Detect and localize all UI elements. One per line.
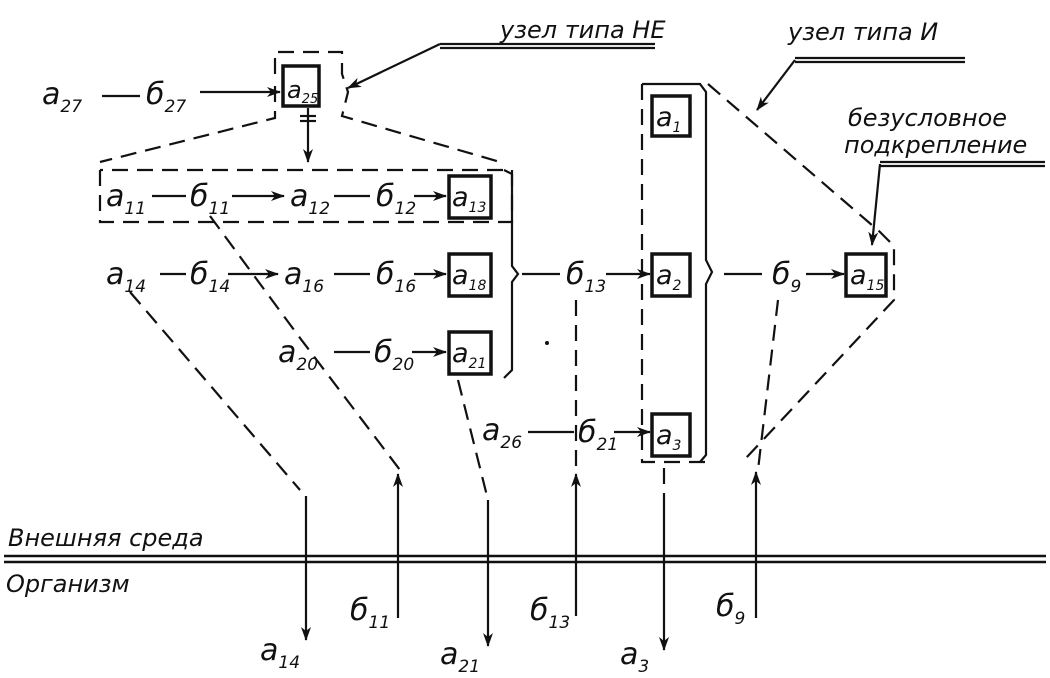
pointer-reinforcement <box>868 163 882 246</box>
and-node-outline <box>707 83 896 459</box>
dash-b11-in <box>209 215 401 471</box>
node-a27: a27 <box>42 77 82 117</box>
box-a1 <box>650 94 692 138</box>
signal-out-a3: a3 <box>620 637 649 677</box>
svg-text:б20: б20 <box>374 335 414 375</box>
svg-text:б13: б13 <box>566 257 606 297</box>
svg-text:a13: a13 <box>452 182 486 216</box>
node-a16: a16 <box>284 257 324 297</box>
node-a2: a2 <box>656 260 682 294</box>
node-a26: a26 <box>482 413 522 453</box>
svg-text:б14: б14 <box>190 257 230 297</box>
not-node-outline-left <box>99 86 277 164</box>
caption-reinforcement-line1: безусловное <box>848 104 1007 132</box>
node-b12: б12 <box>376 179 416 219</box>
not-node-outline <box>273 50 501 164</box>
node-a3: a3 <box>656 420 681 454</box>
node-a15: a15 <box>850 260 884 294</box>
svg-text:б9: б9 <box>716 589 745 629</box>
node-b20: б20 <box>374 335 414 375</box>
dash-b9-in <box>756 299 780 471</box>
signal-in-b13: б13 <box>530 593 570 633</box>
node-a12: a12 <box>290 179 330 219</box>
svg-text:a20: a20 <box>278 335 318 375</box>
svg-text:б21: б21 <box>578 415 618 455</box>
svg-text:a14: a14 <box>106 257 146 297</box>
dash-a14-out <box>129 291 301 491</box>
svg-text:a27: a27 <box>42 77 82 117</box>
caption-reinforcement-line2: подкрепление <box>844 131 1027 159</box>
box-a25 <box>281 64 321 108</box>
node-a18: a18 <box>452 260 486 294</box>
svg-text:a21: a21 <box>440 637 480 677</box>
box-a21 <box>447 330 493 376</box>
svg-text:a15: a15 <box>850 260 884 294</box>
stray-dot <box>545 341 549 345</box>
node-a14: a14 <box>106 257 146 297</box>
node-a20: a20 <box>278 335 318 375</box>
svg-text:a11: a11 <box>106 179 146 219</box>
svg-text:a18: a18 <box>452 260 486 294</box>
signal-out-a21: a21 <box>440 637 480 677</box>
brace-rows <box>503 169 520 379</box>
svg-text:б27: б27 <box>146 77 186 117</box>
svg-text:a14: a14 <box>260 633 300 673</box>
node-b9: б9 <box>772 257 801 297</box>
label-environment: Внешняя среда <box>8 524 204 552</box>
svg-text:a16: a16 <box>284 257 324 297</box>
svg-text:a3: a3 <box>620 637 649 677</box>
svg-text:a1: a1 <box>656 102 681 136</box>
svg-text:a3: a3 <box>656 420 681 454</box>
svg-text:б13: б13 <box>530 593 570 633</box>
signal-out-a14: a14 <box>260 633 300 673</box>
label-organism: Организм <box>6 570 130 598</box>
node-b11: б11 <box>190 179 230 219</box>
column-dashed-left <box>640 84 708 464</box>
svg-text:a25: a25 <box>287 76 318 107</box>
node-b27: б27 <box>146 77 186 117</box>
signal-in-b11: б11 <box>350 593 390 633</box>
box-a3 <box>650 412 692 458</box>
caption-and-node: узел типа И <box>787 18 938 46</box>
box-a15 <box>844 252 888 298</box>
pointer-and-node <box>756 59 796 111</box>
node-a13: a13 <box>452 182 486 216</box>
node-a25: a25 <box>287 76 318 107</box>
svg-text:a21: a21 <box>452 338 486 372</box>
box-a13 <box>447 174 493 220</box>
node-b16: б16 <box>376 257 416 297</box>
node-a11: a11 <box>106 179 146 219</box>
dash-a21-out <box>456 379 490 501</box>
svg-text:б11: б11 <box>190 179 230 219</box>
node-a21: a21 <box>452 338 486 372</box>
box-a2 <box>650 252 692 298</box>
box-a18 <box>447 252 493 298</box>
svg-text:a26: a26 <box>482 413 522 453</box>
pointer-not-node <box>347 43 441 89</box>
node-b21: б21 <box>578 415 618 455</box>
svg-text:б11: б11 <box>350 593 390 633</box>
svg-text:б16: б16 <box>376 257 416 297</box>
svg-text:б12: б12 <box>376 179 416 219</box>
svg-text:a2: a2 <box>656 260 682 294</box>
svg-text:a12: a12 <box>290 179 330 219</box>
brace-column <box>642 82 714 463</box>
node-b13: б13 <box>566 257 606 297</box>
node-b14: б14 <box>190 257 230 297</box>
node-a1: a1 <box>656 102 681 136</box>
signal-in-b9: б9 <box>716 589 745 629</box>
svg-text:б9: б9 <box>772 257 801 297</box>
caption-not-node: узел типа НЕ <box>499 16 666 44</box>
